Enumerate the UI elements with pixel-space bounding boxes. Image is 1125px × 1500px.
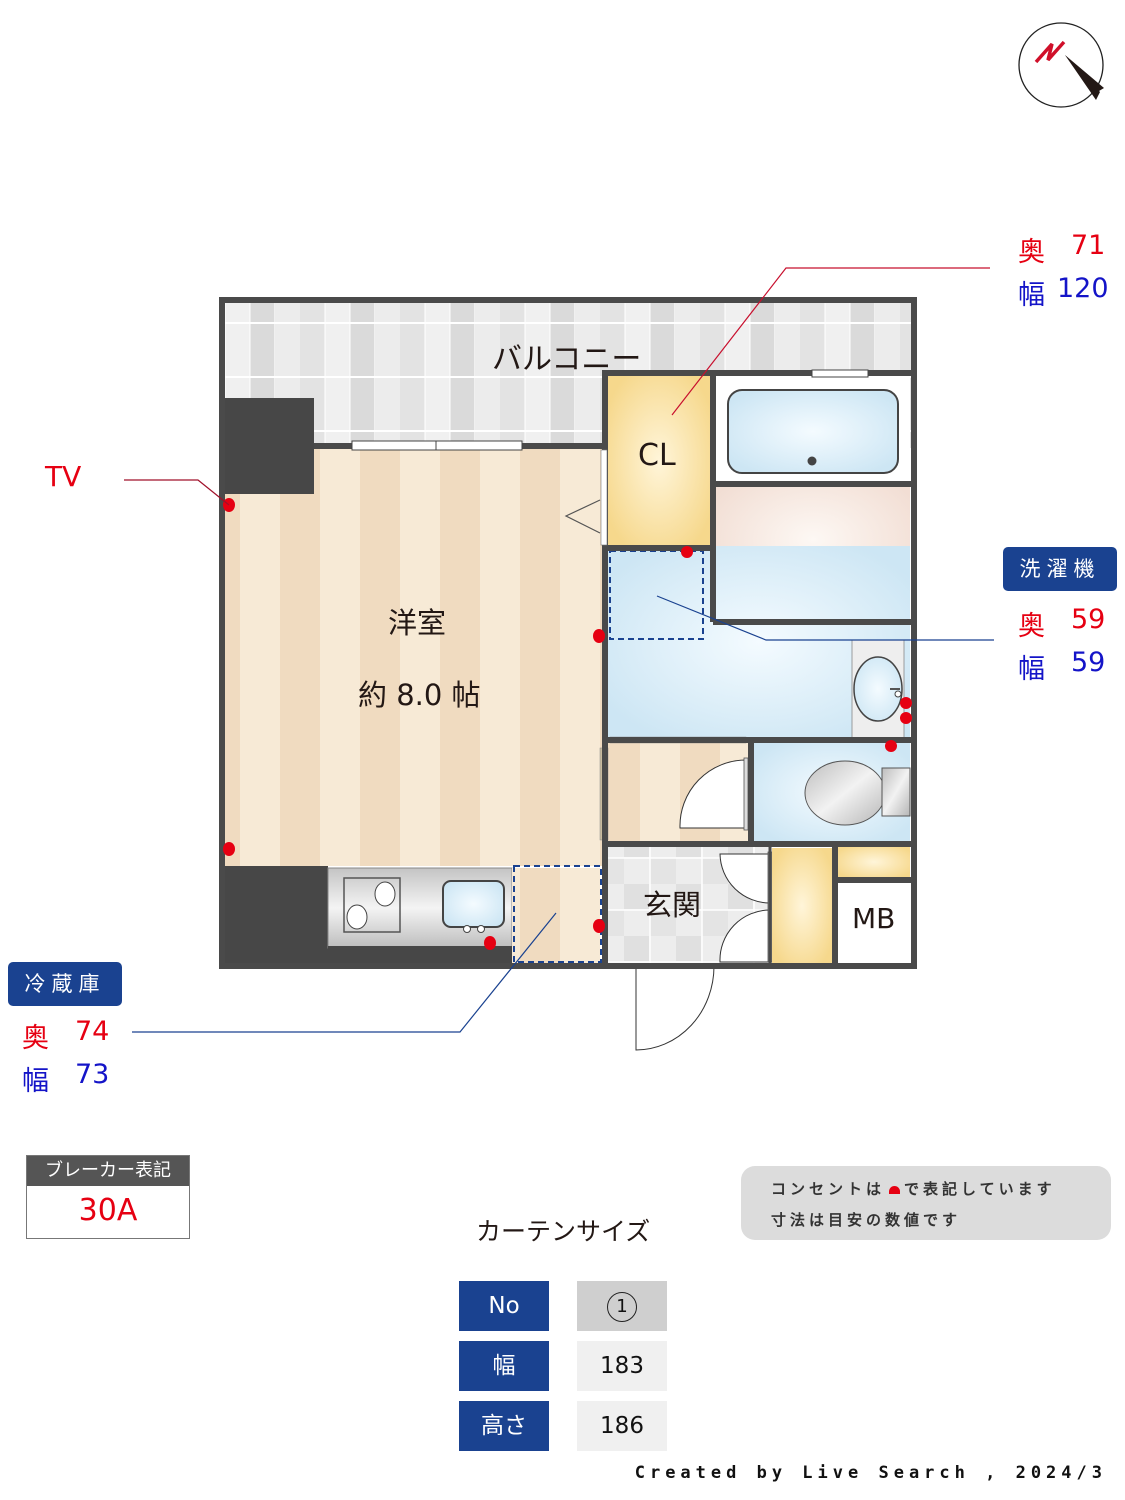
- washer-dimensions: 奥 59 幅 59: [1018, 604, 1105, 686]
- curtain-row-height: 高さ 186: [459, 1401, 667, 1451]
- closet-label: CL: [638, 438, 676, 473]
- curtain-cell: 1: [577, 1281, 667, 1331]
- credit-text: Created by Live Search , 2024/3: [634, 1463, 1107, 1483]
- balcony-window: [351, 440, 523, 451]
- depth-label: 奥: [1018, 611, 1045, 642]
- circled-number: 1: [607, 1291, 637, 1322]
- width-value: 120: [1057, 273, 1109, 304]
- width-label: 幅: [22, 1066, 49, 1097]
- outlet-icons: [223, 498, 912, 950]
- depth-value: 71: [1071, 230, 1106, 261]
- bathtub: [727, 389, 899, 474]
- fridge-space: [512, 868, 600, 964]
- outer-wall: [219, 297, 917, 969]
- curtain-cell: 186: [577, 1401, 667, 1451]
- door-shoebox-lower: [719, 909, 771, 963]
- western-room-size: 約 8.0 帖: [358, 678, 481, 712]
- compass: [1018, 22, 1104, 108]
- mb-top-storage: [838, 846, 910, 878]
- outlet-legend-icon: [889, 1186, 901, 1194]
- depth-value: 74: [75, 1016, 110, 1047]
- washbasin: [853, 656, 903, 722]
- curtain-header: No: [459, 1281, 549, 1331]
- meter-box-label: MB: [852, 902, 896, 935]
- closet-leader: [671, 267, 990, 416]
- note-line2: 寸法は目安の数値です: [771, 1211, 962, 1229]
- tv-leader: [124, 479, 230, 506]
- shoe-box: [772, 848, 832, 964]
- note-line1-after: で表記しています: [904, 1180, 1056, 1198]
- curtain-header: 高さ: [459, 1401, 549, 1451]
- depth-label: 奥: [22, 1023, 49, 1054]
- closet-door: [564, 499, 601, 534]
- fridge-leader: [132, 912, 557, 1033]
- tv-cabinet: [224, 398, 314, 494]
- curtain-row-width: 幅 183: [459, 1341, 667, 1391]
- curtain-table: No 1 幅 183 高さ 186: [459, 1281, 667, 1461]
- bath-window: [811, 369, 869, 378]
- depth-label: 奥: [1018, 237, 1045, 268]
- washer-leader: [656, 595, 994, 641]
- stove: [343, 877, 401, 933]
- western-room-label: 洋室: [388, 606, 447, 640]
- door-shoebox-upper: [719, 853, 771, 904]
- toilet-bowl: [804, 760, 886, 826]
- legend-note: コンセントはで表記しています 寸法は目安の数値です: [741, 1166, 1111, 1240]
- width-value: 73: [75, 1059, 110, 1090]
- door-storage: [679, 759, 747, 829]
- breaker-value: 30A: [78, 1193, 138, 1228]
- curtain-row-no: No 1: [459, 1281, 667, 1331]
- north-arrow-icon: [1065, 55, 1104, 94]
- closet-area: [608, 376, 710, 546]
- floor-plan: [124, 267, 994, 1051]
- depth-value: 59: [1071, 604, 1106, 635]
- balcony-label: バルコニー: [492, 342, 642, 377]
- width-label: 幅: [1018, 654, 1045, 685]
- closet-dimensions: 奥 71 幅 120: [1018, 230, 1109, 312]
- toilet-tank: [881, 767, 911, 817]
- entrance-label: 玄関: [643, 888, 702, 922]
- curtain-title: カーテンサイズ: [476, 1217, 651, 1246]
- width-label: 幅: [1018, 280, 1045, 311]
- width-value: 59: [1071, 647, 1106, 678]
- mb-box: [838, 882, 910, 964]
- fridge-badge: 冷蔵庫: [8, 962, 122, 1006]
- tv-label: TV: [45, 460, 82, 493]
- curtain-header: 幅: [459, 1341, 549, 1391]
- north-letter-icon: [1034, 40, 1066, 64]
- breaker-label: ブレーカー表記: [27, 1156, 189, 1186]
- breaker-box: ブレーカー表記 30A: [26, 1155, 190, 1239]
- curtain-cell: 183: [577, 1341, 667, 1391]
- front-door: [635, 965, 715, 1051]
- note-line1-before: コンセントは: [771, 1180, 886, 1198]
- western-room-floor: [224, 446, 604, 866]
- kitchen-sink: [442, 880, 505, 928]
- washer-badge: 洗濯機: [1003, 547, 1117, 591]
- fridge-dimensions: 奥 74 幅 73: [22, 1016, 109, 1098]
